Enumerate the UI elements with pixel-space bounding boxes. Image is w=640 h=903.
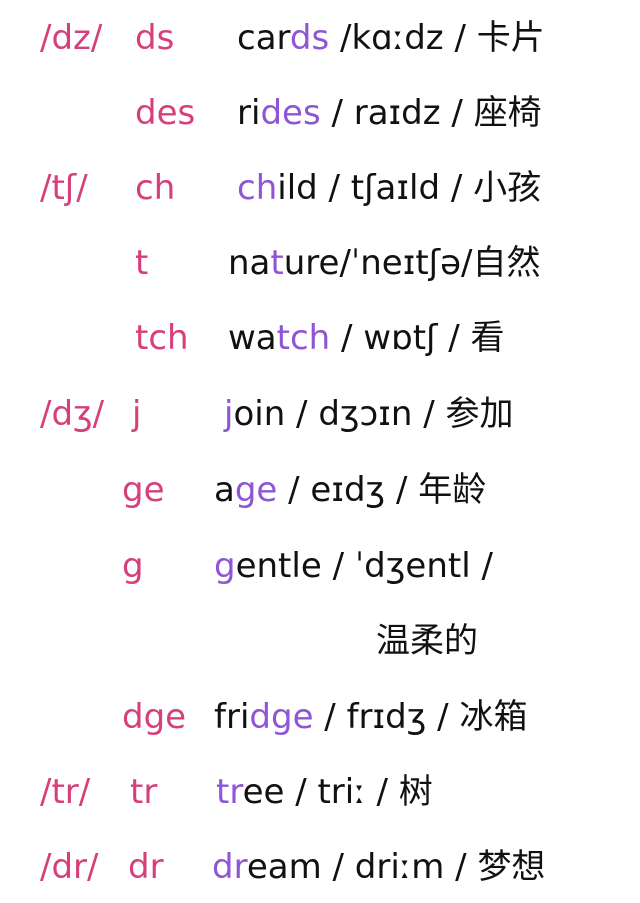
word-highlight: dge [249,697,314,737]
word-highlight: ds [289,18,330,58]
word-part: eam [246,847,322,887]
word-highlight: tr [216,772,243,812]
row-g: g gentle / ˈdʒentl / [0,536,640,596]
word-part: ure [283,243,340,283]
word-highlight: g [214,546,236,586]
chinese-meaning: 自然 [472,243,541,283]
example-word: rides / raɪdz / 座椅 [237,83,542,143]
ipa-transcription: / frɪdʒ / [313,697,460,737]
spelling-label: tr [130,772,158,812]
spelling-label: j [132,394,142,434]
word-part: car [237,18,290,58]
example-word: age / eɪdʒ / 年龄 [214,460,486,520]
word-part: fri [214,697,250,737]
phoneme-label: /dr/ [40,847,99,887]
phoneme-label: /tr/ [40,772,91,812]
ipa-transcription: / eɪdʒ / [277,470,419,510]
chinese-meaning: 卡片 [476,18,545,58]
row-g-meaning: 温柔的 [0,611,640,671]
word-part: na [228,243,271,283]
ipa-transcription: / triː / [284,772,399,812]
ipa-transcription: /ˈneɪtʃə/ [339,243,473,283]
chinese-meaning: 小孩 [473,168,542,208]
word-highlight: dr [212,847,247,887]
spelling-label: tch [135,318,189,358]
chinese-meaning: 树 [398,772,433,812]
ipa-transcription: / wɒtʃ / [330,318,471,358]
row-t: t nature/ˈneɪtʃə/自然 [0,233,640,293]
word-highlight: tch [276,318,331,358]
phoneme-label: /dz/ [40,18,103,58]
example-word: fridge / frɪdʒ / 冰箱 [214,687,527,747]
chinese-meaning: 温柔的 [376,621,478,661]
example-word: child / tʃaɪld / 小孩 [237,158,541,218]
spelling-label: des [135,93,196,133]
example-word: tree / triː / 树 [216,762,433,822]
row-tch: tch watch / wɒtʃ / 看 [0,308,640,368]
ipa-transcription: / ˈdʒentl / [321,546,493,586]
word-part: oin [233,394,286,434]
chinese-meaning: 座椅 [473,93,542,133]
ipa-transcription: / driːm / [321,847,478,887]
word-highlight: ch [237,168,278,208]
row-dr: /dr/ dr dream / driːm / 梦想 [0,837,640,897]
spelling-label: dge [122,697,187,737]
word-part: wa [228,318,277,358]
word-highlight: t [270,243,284,283]
phoneme-label: /dʒ/ [40,394,105,434]
example-word: watch / wɒtʃ / 看 [228,308,505,368]
word-part: ri [237,93,261,133]
example-word: dream / driːm / 梦想 [212,837,545,897]
ipa-transcription: / dʒɔɪn / [285,394,446,434]
word-highlight: j [224,394,234,434]
word-part: ild [277,168,318,208]
row-des: des rides / raɪdz / 座椅 [0,83,640,143]
row-dge: dge fridge / frɪdʒ / 冰箱 [0,687,640,747]
word-part: a [214,470,235,510]
example-word: nature/ˈneɪtʃə/自然 [228,233,540,293]
spelling-label: ch [135,168,176,208]
row-tsh-ch: /tʃ/ ch child / tʃaɪld / 小孩 [0,158,640,218]
word-part: entle [235,546,322,586]
row-ge: ge age / eɪdʒ / 年龄 [0,460,640,520]
phoneme-label: /tʃ/ [40,168,88,208]
chinese-meaning: 看 [470,318,505,358]
example-word: join / dʒɔɪn / 参加 [224,384,513,444]
chinese-meaning: 梦想 [477,847,546,887]
chinese-meaning: 年龄 [418,470,487,510]
spelling-label: dr [128,847,164,887]
ipa-transcription: / tʃaɪld / [317,168,474,208]
chinese-meaning: 参加 [445,394,514,434]
ipa-transcription: / raɪdz / [320,93,474,133]
row-dz-ds: /dz/ ds cards /kɑːdz / 卡片 [0,8,640,68]
spelling-label: g [122,546,144,586]
spelling-label: ds [135,18,175,58]
chinese-meaning: 冰箱 [459,697,528,737]
example-word: gentle / ˈdʒentl / [214,536,493,596]
row-tr: /tr/ tr tree / triː / 树 [0,762,640,822]
word-highlight: des [260,93,321,133]
word-highlight: ge [234,470,278,510]
spelling-label: ge [122,470,165,510]
ipa-transcription: /kɑːdz / [329,18,477,58]
row-dzh-j: /dʒ/ j join / dʒɔɪn / 参加 [0,384,640,444]
example-word: cards /kɑːdz / 卡片 [237,8,545,68]
word-part: ee [242,772,285,812]
spelling-label: t [135,243,149,283]
